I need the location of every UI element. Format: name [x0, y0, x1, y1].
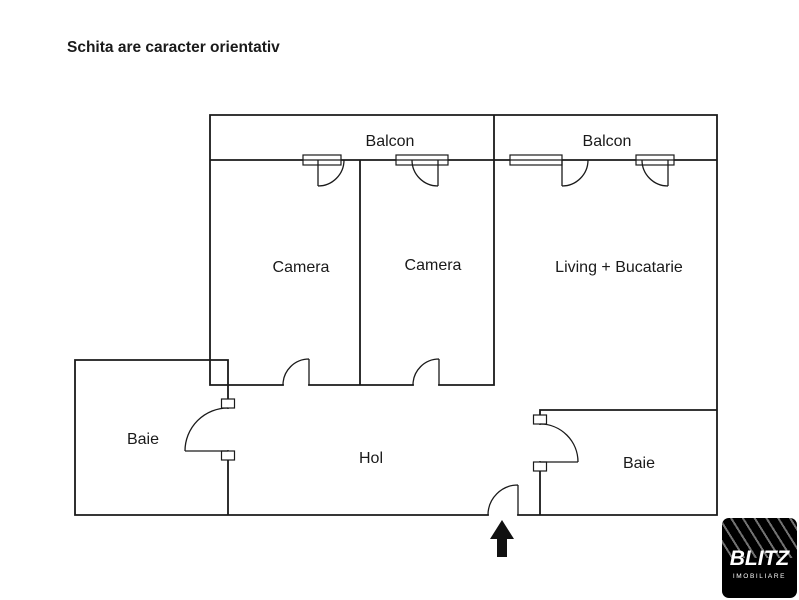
room-label-camera-left: Camera: [273, 259, 330, 276]
logo-brand-text: BLITZ: [729, 547, 790, 570]
room-label-balcon-right: Balcon: [583, 133, 632, 150]
disclaimer-text: Schita are caracter orientativ: [67, 39, 280, 56]
room-label-camera-right: Camera: [405, 257, 462, 274]
door-symbols: [184, 159, 669, 516]
entrance-arrow-icon: [490, 520, 514, 557]
room-label-living: Living + Bucatarie: [555, 259, 683, 276]
room-label-balcon-left: Balcon: [366, 133, 415, 150]
agency-logo: BLITZ IMOBILIARE: [722, 518, 797, 598]
walls: [74, 114, 718, 516]
room-label-hol: Hol: [359, 450, 383, 467]
logo-subtitle-text: IMOBILIARE: [732, 573, 787, 580]
balcony-windows: [302, 154, 675, 166]
door-jambs: [220, 398, 548, 472]
room-label-baie-left: Baie: [127, 431, 159, 448]
room-label-baie-right: Baie: [623, 455, 655, 472]
logo-stripes-decoration: [722, 518, 797, 558]
